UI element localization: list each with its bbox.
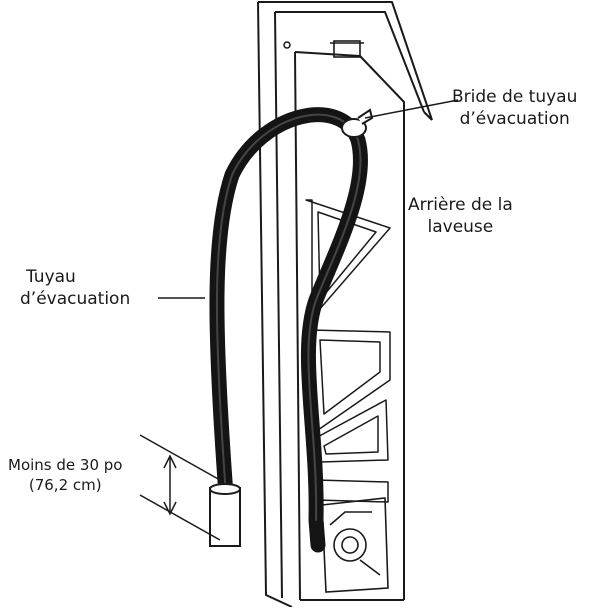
washer-back-label: Arrière de la laveuse [408,195,513,237]
hose-clamp-label: Bride de tuyau d’évacuation [452,87,578,129]
washer-back-panel [257,1,433,608]
height-limit-label: Moins de 30 po (76,2 cm) [8,456,123,494]
drain-pump [321,497,389,593]
hose-clamp [341,108,374,138]
height-dimension [139,434,221,541]
panel-screw [283,41,291,49]
leader-lines [158,99,459,299]
drain-hose-label: Tuyau d’évacuation [20,267,131,309]
hose-end-opening [209,483,241,495]
panel-vent [330,40,364,58]
